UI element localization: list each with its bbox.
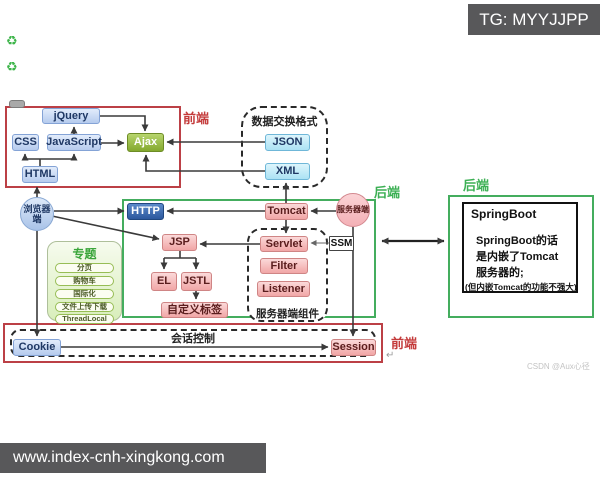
- backend-left-region: [122, 199, 376, 318]
- topic-item: 分页: [55, 263, 114, 273]
- topic-item: 国际化: [55, 289, 114, 299]
- node-jstl: JSTL: [181, 272, 212, 291]
- telegram-banner: TG: MYYJJPP: [468, 4, 600, 35]
- backend-right-region: [448, 195, 594, 318]
- node-listener: Listener: [257, 281, 310, 297]
- recycle-icon: ♻: [6, 59, 18, 74]
- node-browser-circle: 浏览器端: [20, 197, 54, 231]
- node-javascript: JavaScript: [46, 134, 102, 151]
- session-control-label: 会话控制: [171, 333, 215, 345]
- topic-item: ThreadLocal: [55, 314, 114, 324]
- node-servlet: Servlet: [260, 236, 308, 252]
- node-jsp: JSP: [162, 234, 197, 251]
- node-filter: Filter: [260, 258, 308, 274]
- node-session: Session: [331, 339, 376, 356]
- website-banner: www.index-cnh-xingkong.com: [0, 443, 266, 473]
- node-jquery: jQuery: [42, 108, 100, 124]
- backend-right-label: 后端: [463, 178, 490, 193]
- topics-title: 专题: [72, 247, 97, 261]
- springboot-body: SpringBoot的话 是内嵌了Tomcat 服务器的;: [476, 235, 559, 279]
- node-html: HTML: [22, 166, 58, 183]
- frontend-top-label: 前端: [183, 111, 210, 126]
- frontend-bottom-label: 前端: [391, 336, 418, 351]
- node-custom-tag: 自定义标签: [161, 302, 228, 318]
- frontend-top-region: [5, 106, 181, 188]
- springboot-note: (但内嵌Tomcat的功能不强大): [465, 282, 577, 292]
- server-components-label: 服务器端组件: [256, 308, 319, 320]
- node-server-circle: 服务器端: [336, 193, 370, 227]
- watermark: CSDN @Aux心径: [527, 362, 590, 371]
- node-ajax: Ajax: [127, 133, 164, 152]
- node-http: HTTP: [127, 203, 164, 220]
- recycle-icon: ♻: [6, 33, 18, 48]
- backend-left-label: 后端: [374, 185, 401, 200]
- node-css: CSS: [12, 134, 39, 151]
- topic-item: 购物车: [55, 276, 114, 286]
- node-ssm: SSM: [329, 236, 354, 251]
- node-xml: XML: [265, 163, 310, 180]
- data-exchange-label: 数据交换格式: [251, 116, 318, 128]
- node-el: EL: [151, 272, 177, 291]
- springboot-title: SpringBoot: [471, 207, 537, 221]
- return-mark-icon: ↵: [386, 350, 395, 361]
- node-cookie: Cookie: [13, 339, 61, 356]
- gray-tab-decoration: [9, 100, 25, 108]
- topic-item: 文件上传下载: [55, 302, 114, 312]
- node-json: JSON: [265, 134, 310, 151]
- springboot-box: [462, 202, 578, 293]
- node-tomcat: Tomcat: [265, 203, 308, 220]
